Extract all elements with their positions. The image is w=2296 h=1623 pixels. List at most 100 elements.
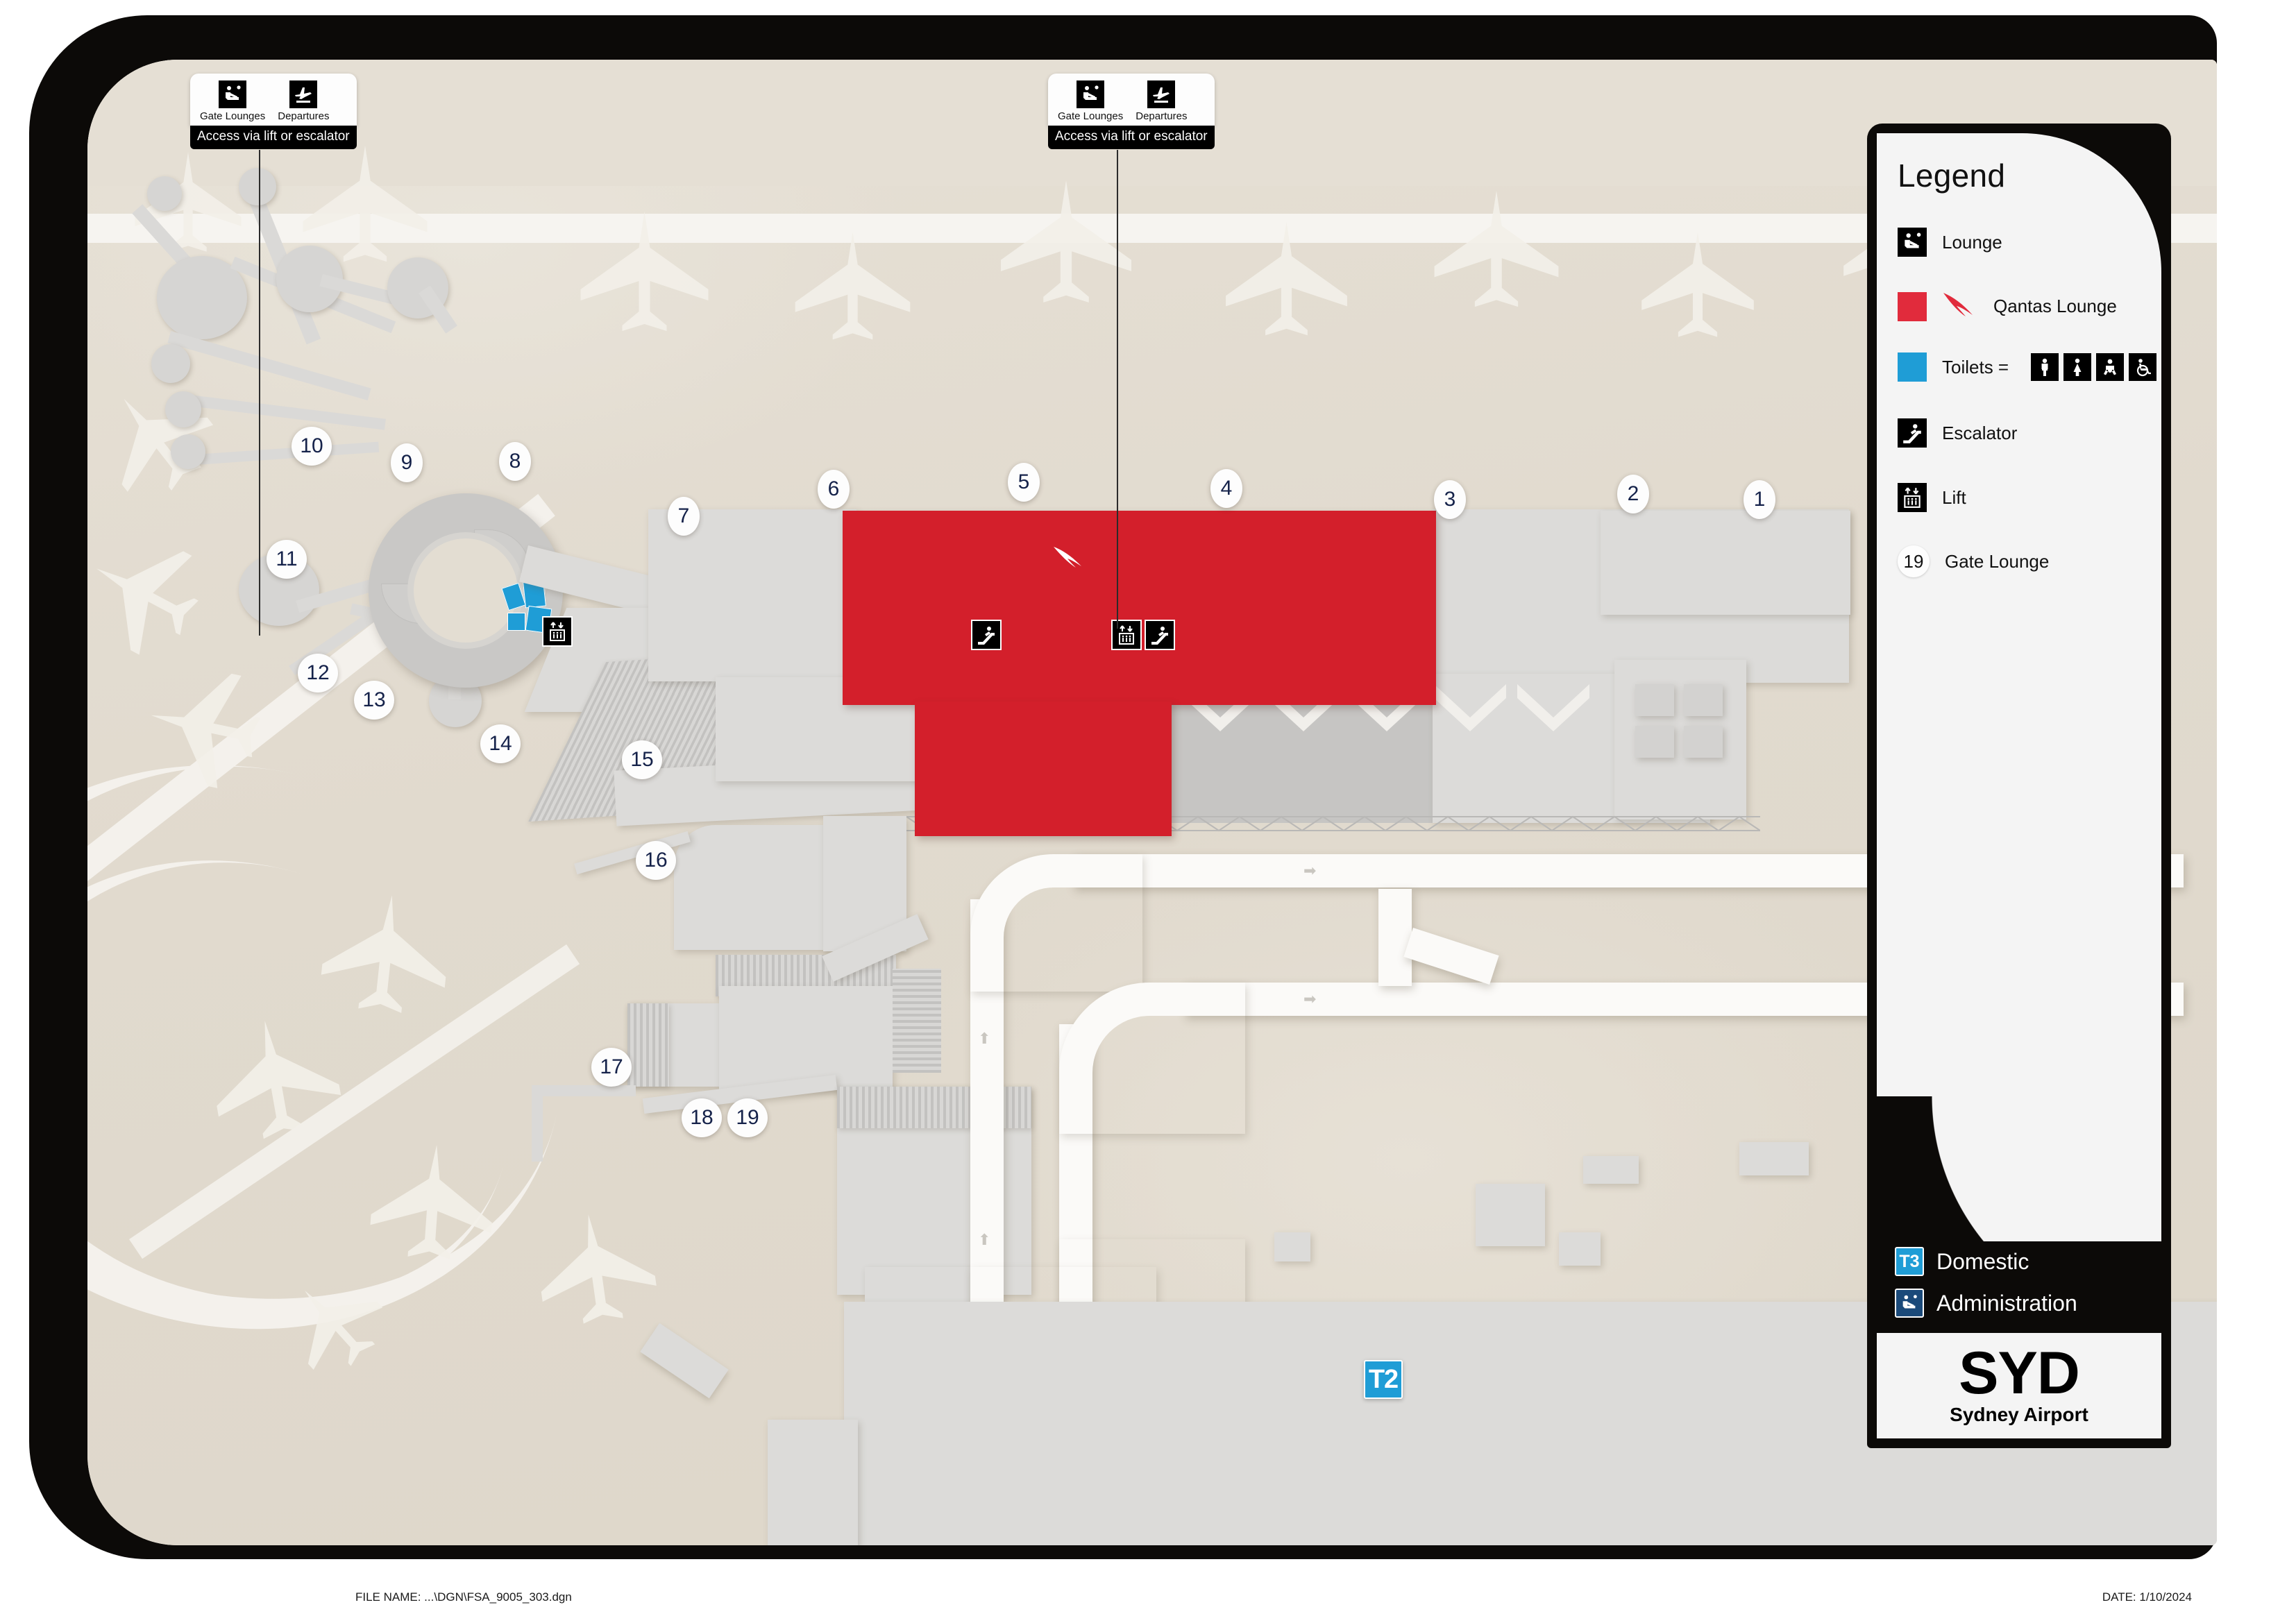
forecourt-kiosk	[1583, 1156, 1639, 1184]
gate-lounges-icon	[1077, 80, 1105, 108]
callout-cell-label: Departures	[1136, 110, 1188, 122]
qantas-lounge-area-lower	[915, 702, 1172, 836]
callout-cell-departures: Departures	[1136, 80, 1187, 121]
gate-lounges-icon	[219, 80, 247, 108]
escalator-icon	[1898, 418, 1927, 448]
legend-white-area	[1877, 133, 2161, 1325]
callout-right-icons: Gate Lounges Departures	[1048, 74, 1215, 126]
taxiway-top	[87, 214, 2217, 243]
roadway-direction-arrow: ⬆	[978, 1231, 991, 1248]
legend-label-lounge: Lounge	[1942, 231, 2002, 253]
gate-stand-node	[239, 168, 276, 205]
gate-marker-16[interactable]: 16	[636, 841, 676, 880]
gate-marker-4[interactable]: 4	[1210, 469, 1242, 508]
aircraft-silhouette	[573, 209, 716, 334]
aircraft-silhouette	[129, 150, 247, 254]
qantas-kangaroo-icon	[1054, 547, 1081, 568]
gate-lounge-pill: 19	[1898, 545, 1930, 577]
forecourt-kiosk	[1476, 1184, 1545, 1246]
departures-icon	[1147, 80, 1176, 108]
aircraft-silhouette	[1427, 188, 1566, 309]
gate-stand-node	[165, 391, 201, 427]
gate-marker-9[interactable]: 9	[391, 443, 423, 482]
gate-marker-2[interactable]: 2	[1617, 475, 1649, 513]
syd-airport-name: Sydney Airport	[1950, 1403, 2088, 1425]
legend-label-escalator: Escalator	[1942, 422, 2018, 443]
aircraft-silhouette	[196, 1006, 353, 1150]
aircraft-silhouette	[310, 885, 461, 1021]
aircraft-silhouette	[788, 230, 917, 342]
gate-marker-18[interactable]: 18	[682, 1098, 722, 1137]
gate-stand-node-11	[151, 344, 190, 383]
terminal-plant-room	[1684, 684, 1723, 716]
legend-row-domestic: T3 Domestic	[1895, 1247, 2029, 1276]
terminal-plant-room	[1684, 726, 1723, 758]
toilets-area	[507, 613, 525, 631]
aircraft-silhouette	[361, 1137, 504, 1265]
gate-stand-node	[147, 176, 182, 211]
terminal-service-block	[1614, 660, 1746, 819]
legend-row-lounge: Lounge	[1898, 228, 2002, 257]
gate-marker-12[interactable]: 12	[298, 654, 338, 692]
baby-change-icon	[2096, 353, 2125, 381]
aircraft-silhouette	[525, 1203, 668, 1332]
aircraft-silhouette	[296, 143, 434, 264]
lift-icon	[1111, 620, 1142, 650]
lounge-icon	[1898, 228, 1927, 257]
lower-pier-1819	[719, 986, 893, 1090]
gate-marker-11[interactable]: 11	[267, 540, 307, 579]
aircraft-silhouette	[264, 1255, 403, 1392]
gate-marker-6[interactable]: 6	[818, 470, 850, 509]
legend-row-lift: Lift	[1898, 483, 1966, 512]
gate-marker-10[interactable]: 10	[292, 427, 332, 466]
gate-marker-17[interactable]: 17	[591, 1048, 632, 1087]
terminal-pier-east-far	[1601, 511, 1850, 615]
legend-label-domestic: Domestic	[1936, 1248, 2029, 1274]
lower-pier-16	[674, 825, 834, 950]
gate-stand-node-10	[157, 256, 247, 339]
gate-marker-19[interactable]: 19	[727, 1098, 768, 1137]
legend-row-toilets: Toilets =	[1898, 352, 2157, 382]
legend-label-lift: Lift	[1942, 486, 1966, 508]
callout-leader-line	[1117, 150, 1118, 629]
gate-stand-node	[171, 434, 205, 469]
legend-label-toilets: Toilets =	[1942, 356, 2009, 377]
legend-row-gate-lounge: 19 Gate Lounge	[1898, 545, 2049, 577]
terminal-plant-room	[1635, 684, 1674, 716]
callout-left: Gate Lounges Departures Access via lift …	[190, 74, 357, 149]
departures-icon	[289, 80, 318, 108]
gate-marker-7[interactable]: 7	[668, 497, 700, 536]
toilet-icon-group	[2031, 353, 2157, 381]
map-outer-frame: ➡ ➡ ⬅ ⬅ ⬆ ⬆	[29, 15, 2217, 1559]
legend-row-escalator: Escalator	[1898, 418, 2017, 448]
aircraft-silhouette	[993, 178, 1139, 305]
aircraft-silhouette	[135, 652, 272, 801]
gate-marker-14[interactable]: 14	[480, 724, 521, 763]
roadway-ramp	[1378, 889, 1412, 986]
gate-marker-1[interactable]: 1	[1744, 480, 1775, 519]
callout-cell-gate-lounges: Gate Lounges	[1058, 80, 1123, 121]
gate-marker-8[interactable]: 8	[499, 442, 531, 481]
legend-label-qantas-lounge: Qantas Lounge	[1993, 296, 2117, 316]
pier-arm-17	[539, 1085, 636, 1096]
escalator-icon	[1145, 620, 1175, 650]
legend-row-qantas-lounge: Qantas Lounge	[1898, 291, 2117, 321]
male-toilet-icon	[2031, 353, 2059, 381]
map-canvas: ➡ ➡ ⬅ ⬅ ⬆ ⬆	[87, 60, 2217, 1545]
legend-panel: Legend Lounge Qantas Lounge Toilets =	[1867, 124, 2171, 1448]
qantas-red-swatch	[1898, 291, 1927, 321]
terminal-plant-room	[1635, 726, 1674, 758]
lower-pier-1819-roof	[893, 969, 941, 1073]
aircraft-silhouette	[1219, 219, 1354, 338]
lower-pier-17-roof	[627, 1003, 669, 1087]
roadway-direction-arrow: ➡	[1303, 990, 1317, 1008]
gate-marker-5[interactable]: 5	[1008, 463, 1040, 502]
gate-marker-13[interactable]: 13	[354, 681, 394, 720]
callout-right: Gate Lounges Departures Access via lift …	[1048, 74, 1215, 149]
accessible-toilet-icon	[2129, 353, 2157, 381]
gate-marker-15[interactable]: 15	[622, 740, 662, 779]
syd-branding-footer: SYD Sydney Airport	[1877, 1333, 2161, 1438]
gate-marker-3[interactable]: 3	[1434, 480, 1466, 519]
legend-label-administration: Administration	[1936, 1290, 2077, 1316]
forecourt-kiosk	[1739, 1142, 1809, 1175]
